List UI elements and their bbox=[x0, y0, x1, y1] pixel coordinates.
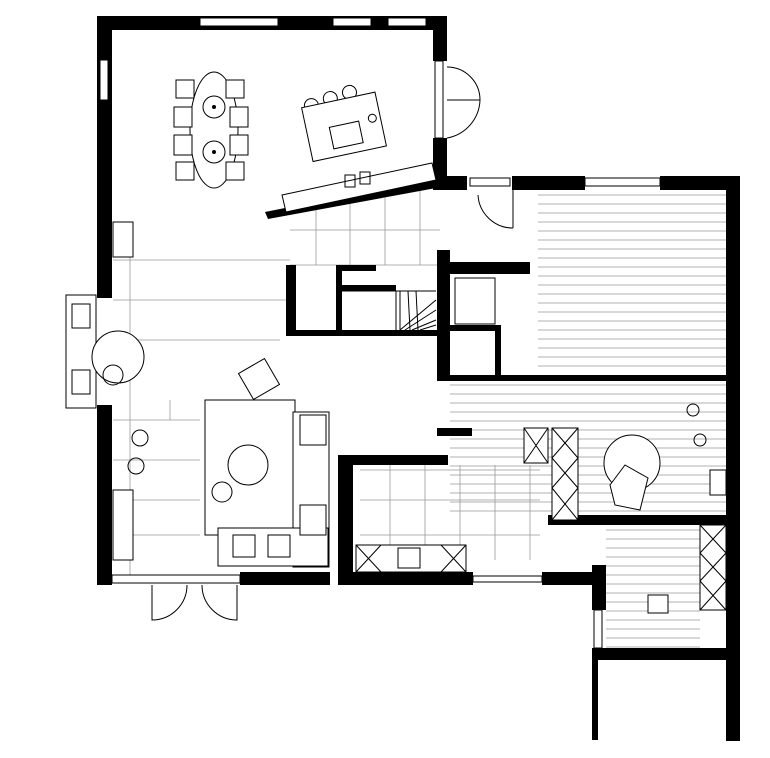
kitchen-units bbox=[355, 427, 727, 611]
wood-floor bbox=[450, 194, 726, 648]
room-furniture bbox=[454, 277, 727, 614]
windows bbox=[65, 17, 661, 649]
staircase bbox=[342, 290, 437, 331]
kitchen-island bbox=[301, 84, 387, 163]
doors bbox=[151, 66, 514, 621]
dining-table bbox=[189, 71, 239, 189]
kitchen-counter bbox=[281, 162, 437, 213]
living-furniture bbox=[71, 221, 330, 568]
dining-chairs bbox=[173, 79, 249, 181]
